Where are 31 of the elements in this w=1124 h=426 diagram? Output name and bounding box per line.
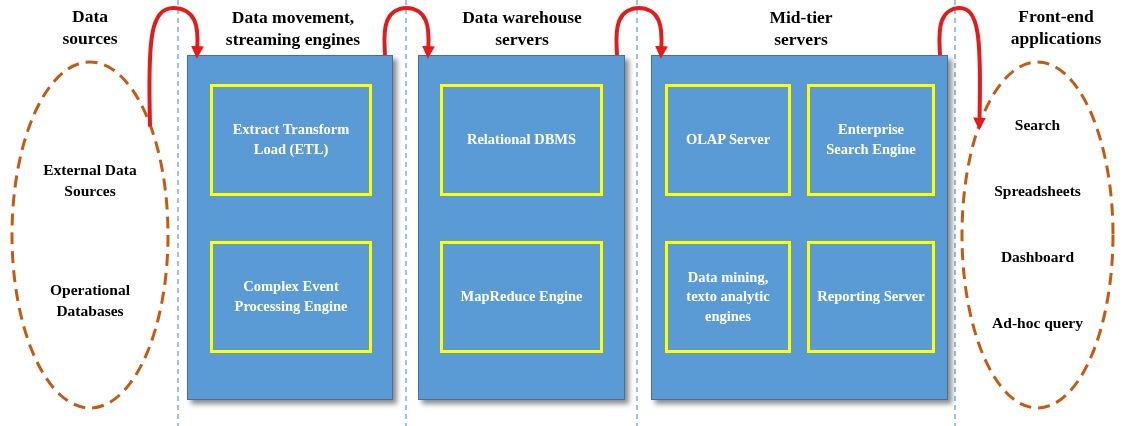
process-box	[665, 241, 791, 353]
box-label: Complex Event Processing Engine	[233, 277, 349, 316]
process-box	[210, 241, 372, 353]
process-box	[665, 84, 791, 196]
process-box	[210, 84, 372, 196]
curved-arrow	[382, 6, 435, 59]
list-item: Operational Databases	[48, 280, 132, 321]
curved-arrow	[937, 6, 986, 131]
box-label: Data mining, texto analytic engines	[685, 267, 771, 326]
column-heading: Data warehouse servers	[461, 7, 583, 51]
list-item: Ad-hoc query	[991, 313, 1084, 333]
process-box	[807, 241, 935, 353]
process-box	[807, 84, 935, 196]
box-label: Relational DBMS	[465, 130, 578, 150]
column-heading: Data movement, streaming engines	[224, 7, 362, 51]
process-box	[440, 241, 603, 353]
column-heading: Data sources	[61, 6, 119, 50]
box-label: Reporting Server	[816, 287, 926, 307]
box-label: MapReduce Engine	[459, 287, 584, 307]
box-label: OLAP Server	[684, 130, 772, 150]
list-item: Search	[1013, 115, 1062, 135]
column-heading: Mid-tier servers	[768, 7, 834, 51]
curved-arrow	[147, 6, 204, 127]
list-item: Dashboard	[999, 247, 1076, 267]
box-label: Enterprise Search Engine	[825, 120, 917, 159]
list-item: External Data Sources	[42, 160, 138, 201]
curved-arrow	[614, 6, 668, 59]
process-box	[440, 84, 603, 196]
column-heading: Front-end applications	[1009, 6, 1103, 50]
box-label: Extract Transform Load (ETL)	[231, 120, 351, 159]
list-item: Spreadsheets	[993, 181, 1082, 201]
